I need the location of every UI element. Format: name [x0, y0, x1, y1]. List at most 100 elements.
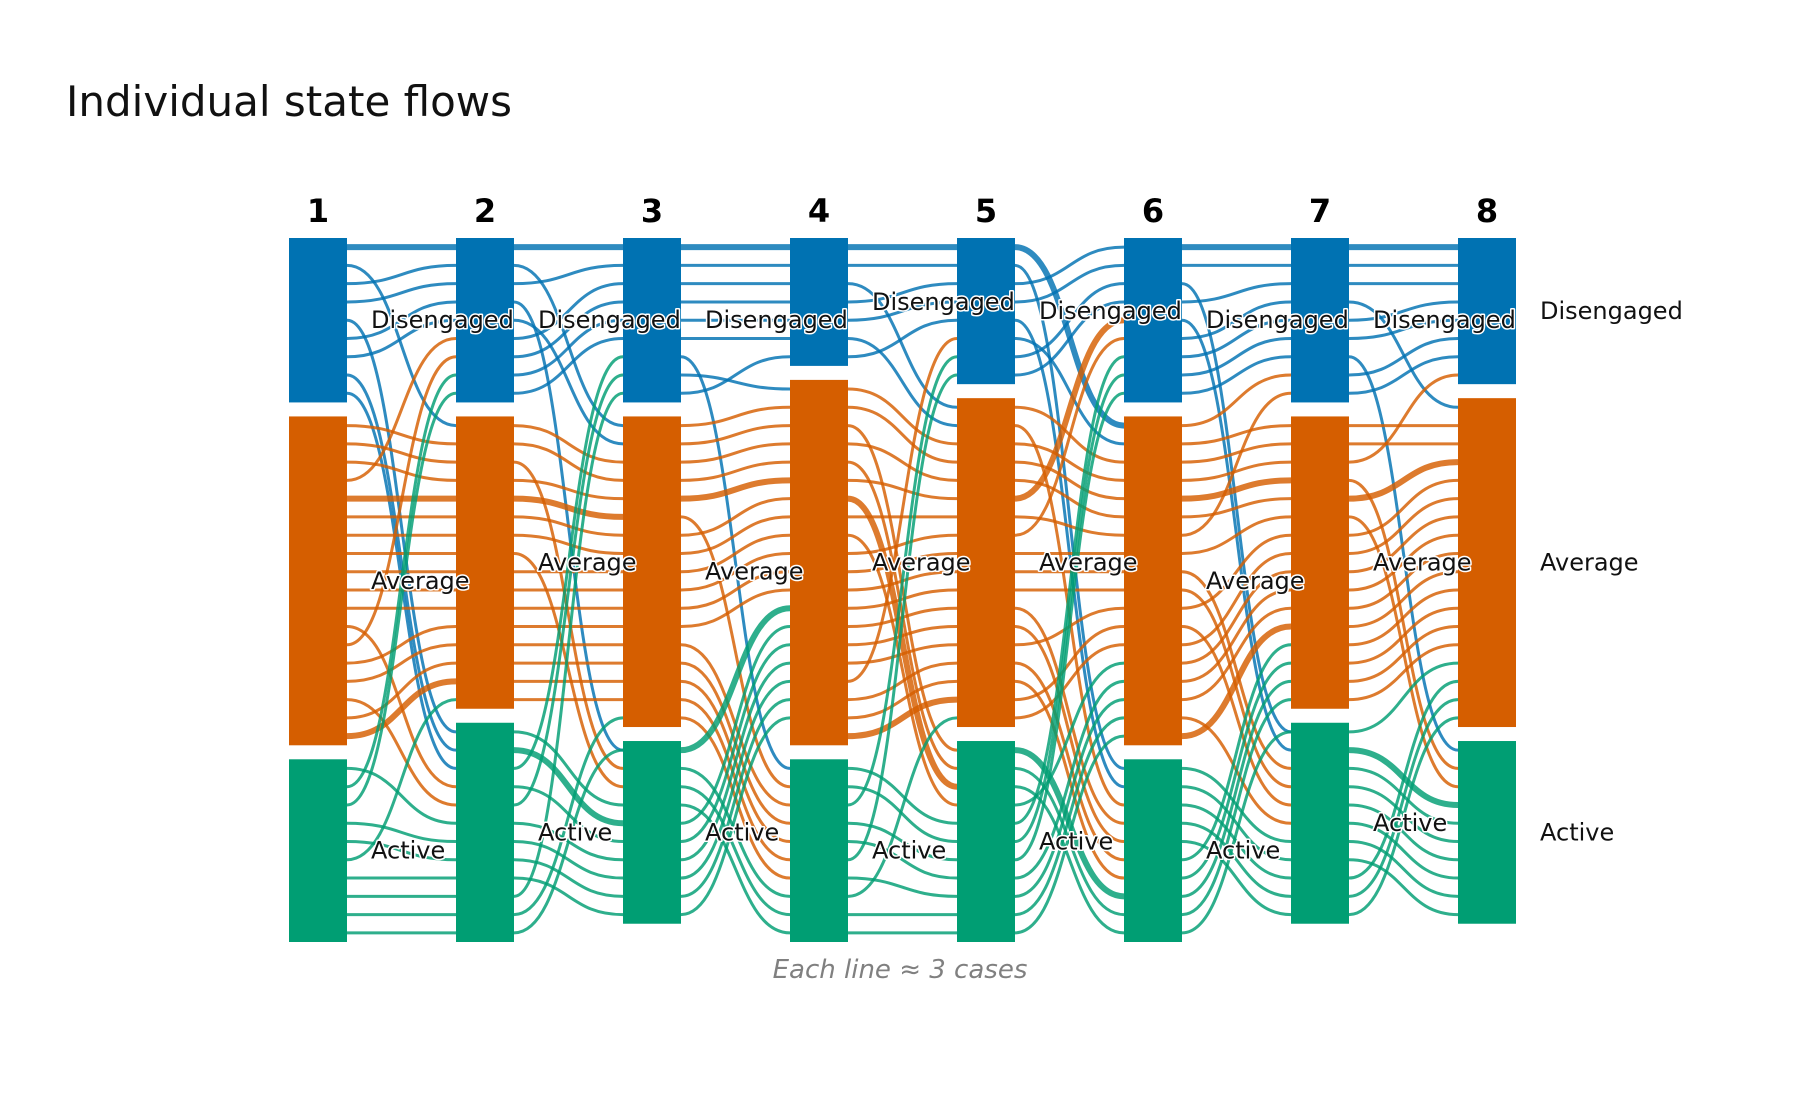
flow-line [512, 373, 625, 807]
flow-line [512, 391, 625, 898]
flow-line [1347, 858, 1460, 917]
flow-line [1180, 588, 1293, 789]
flow-line [1180, 373, 1293, 428]
flow-line [1180, 282, 1293, 304]
flow-line [846, 643, 959, 665]
flow-line [512, 424, 625, 464]
node-active [957, 741, 1015, 942]
flow-line [845, 495, 960, 790]
flow-line [846, 821, 959, 862]
flow-line [1347, 515, 1460, 574]
flow-line [1180, 661, 1293, 880]
flow-line [512, 318, 625, 446]
flow-line [1347, 497, 1460, 555]
flow-line [1013, 355, 1126, 825]
flow-line [1180, 679, 1293, 898]
flow-line [679, 460, 792, 482]
node-label-average: Average [1373, 549, 1472, 577]
flow-line [846, 533, 959, 807]
node-label-active: Active [705, 818, 779, 846]
flow-line [512, 318, 625, 377]
flow-line [679, 424, 792, 446]
flow-line [679, 679, 792, 880]
node-label-average: Average [705, 558, 804, 586]
flow-line [679, 785, 792, 917]
flow-line [1347, 840, 1460, 898]
flow-line [1013, 716, 1126, 917]
flow-line [1180, 840, 1293, 917]
flow-line [345, 460, 458, 482]
flow-line [345, 698, 458, 862]
flow-line [1013, 245, 1126, 286]
flow-line [345, 282, 458, 304]
flow-line [846, 336, 959, 683]
flow-line [512, 282, 625, 340]
node-average [456, 416, 514, 709]
node-label-disengaged: Disengaged [1039, 297, 1182, 325]
flow-line [1347, 300, 1460, 322]
flow-line [1013, 373, 1126, 844]
flow-line [679, 716, 792, 917]
flow-line [345, 300, 458, 340]
flow-line [1180, 300, 1293, 340]
flow-line [512, 515, 625, 537]
node-active [289, 759, 347, 942]
flow-line [1013, 282, 1126, 359]
flow-line [345, 355, 458, 647]
flow-line [846, 442, 959, 482]
flow-line [1013, 515, 1126, 537]
flow-line [1013, 300, 1126, 377]
flow-line [1013, 785, 1126, 935]
flow-line [512, 533, 625, 555]
flow-line [344, 678, 459, 740]
flow-line [679, 515, 792, 789]
node-disengaged [790, 238, 848, 366]
state-label-average: Average [1540, 549, 1639, 577]
flow-line [1347, 606, 1460, 665]
node-disengaged [623, 238, 681, 403]
chart-caption: Each line ≈ 3 cases [773, 955, 1028, 985]
flow-line [846, 387, 959, 446]
state-label-disengaged: Disengaged [1540, 297, 1683, 325]
flow-line [1013, 625, 1126, 702]
flow-line [846, 661, 959, 702]
flow-line [679, 766, 792, 898]
flow-line [679, 355, 792, 395]
flow-line [1347, 336, 1460, 377]
flow-line [512, 460, 625, 770]
flow-line [846, 373, 959, 862]
flow-line [1013, 661, 1126, 807]
node-label-average: Average [371, 567, 470, 595]
flow-line [846, 405, 959, 464]
node-label-average: Average [1206, 567, 1305, 595]
time-point-label: 4 [808, 192, 830, 230]
flow-line [1347, 551, 1460, 610]
flow-line [512, 551, 625, 789]
chart-title: Individual state flows [66, 77, 512, 126]
flow-line [1347, 588, 1460, 647]
flow-line [345, 336, 458, 482]
flow-line [345, 840, 458, 862]
flow-line [1179, 477, 1294, 502]
flow-line [846, 300, 959, 322]
flow-line [846, 766, 959, 825]
flow-line [1180, 442, 1293, 464]
flow-line [1347, 300, 1460, 409]
flow-line [678, 477, 793, 502]
flow-line [1013, 336, 1126, 537]
flow-line [512, 263, 625, 428]
node-disengaged [1458, 238, 1516, 385]
node-label-disengaged: Disengaged [1206, 306, 1349, 334]
flow-line [1013, 606, 1126, 825]
node-label-disengaged: Disengaged [538, 306, 681, 334]
node-average [289, 416, 347, 746]
time-point-label: 7 [1309, 192, 1331, 230]
flow-line [1347, 698, 1460, 898]
flow-line [679, 442, 792, 464]
flow-line [1013, 442, 1126, 482]
flow-line [345, 391, 458, 807]
flow-line [1180, 318, 1293, 359]
flow-line [345, 318, 458, 734]
flow-line [1013, 698, 1126, 898]
